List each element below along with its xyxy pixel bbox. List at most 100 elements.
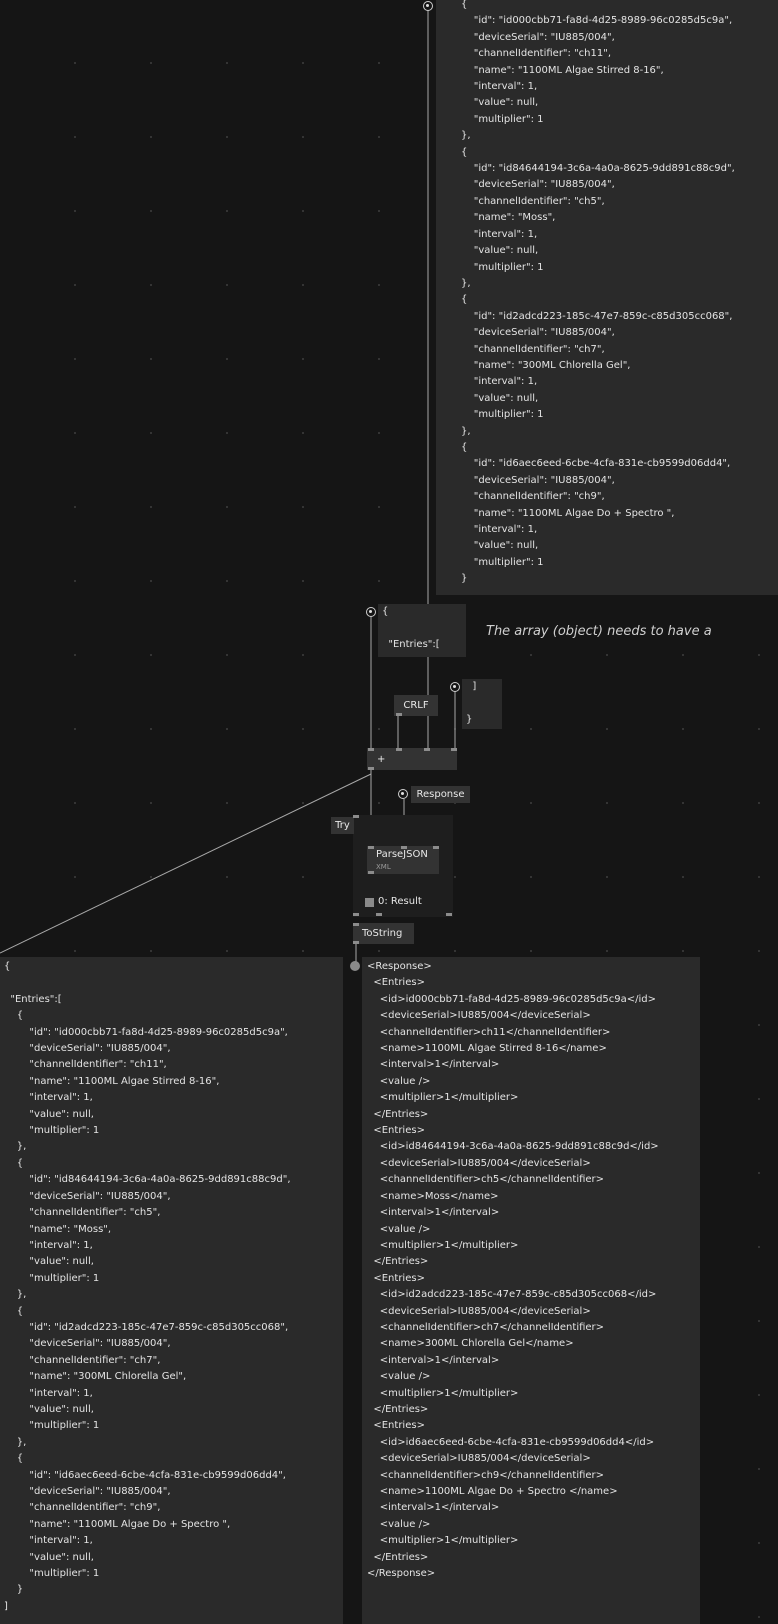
plus-input-pin-1[interactable]: [368, 748, 374, 751]
code-line: "channelIdentifier": "ch5",: [4, 1207, 161, 1219]
plus-input-pin-3[interactable]: [424, 748, 430, 751]
try-output-pin-2[interactable]: [376, 913, 382, 916]
tostring-output-pin[interactable]: [353, 941, 359, 944]
try-input-pin[interactable]: [353, 815, 359, 818]
code-line: </Entries>: [367, 1403, 429, 1415]
parsejson-node[interactable]: ParseJSON XML: [367, 846, 439, 874]
code-line: <name>300ML Chlorella Gel</name>: [367, 1338, 574, 1350]
code-line: "id": "id000cbb71-fa8d-4d25-8989-96c0285…: [461, 15, 733, 27]
entries-open-iobox[interactable]: { "Entries":[: [378, 604, 466, 657]
parsejson-input-pin-2[interactable]: [401, 846, 407, 849]
code-line: "deviceSerial": "IU885/004",: [4, 1043, 171, 1055]
code-line: <name>1100ML Algae Do + Spectro </name>: [367, 1486, 618, 1497]
bottom-right-xml-text: <Response> <Entries> <id>id000cbb71-fa8d…: [367, 959, 659, 1582]
code-line: "multiplier": 1: [4, 1125, 100, 1137]
plus-node[interactable]: +: [367, 748, 457, 770]
code-line: <deviceSerial>IU885/004</deviceSerial>: [367, 1305, 591, 1317]
code-line: "name": "Moss",: [4, 1223, 112, 1235]
code-line: <value />: [367, 1075, 431, 1087]
code-line: <name>Moss</name>: [367, 1190, 499, 1202]
code-line: "name": "1100ML Algae Do + Spectro ",: [4, 1518, 231, 1530]
code-line: },: [4, 1141, 27, 1153]
code-line: </Response>: [367, 1568, 436, 1580]
code-line: "id": "id2adcd223-185c-47e7-859c-c85d305…: [461, 310, 733, 322]
response-pad-label-box[interactable]: Response: [411, 786, 470, 803]
code-line: <multiplier>1</multiplier>: [367, 1535, 519, 1547]
code-line: "deviceSerial": "IU885/004",: [461, 31, 615, 43]
code-line: </Entries>: [367, 1108, 429, 1120]
code-line: "multiplier": 1: [461, 261, 544, 273]
entries-close-iobox[interactable]: ] }: [462, 679, 502, 729]
code-line: "id": "id2adcd223-185c-47e7-859c-c85d305…: [4, 1321, 289, 1333]
code-line: "multiplier": 1: [461, 556, 544, 568]
entries-close-text: ] }: [466, 679, 476, 728]
code-line: "deviceSerial": "IU885/004",: [4, 1486, 171, 1497]
code-line: "id": "id6aec6eed-6cbe-4cfa-831e-cb9599d…: [461, 458, 731, 470]
code-line: {: [461, 146, 468, 158]
code-line: <id>id2adcd223-185c-47e7-859c-c85d305cc0…: [367, 1289, 657, 1301]
crlf-label: CRLF: [403, 700, 429, 711]
entries-close-pin[interactable]: [450, 682, 460, 692]
code-line: <deviceSerial>IU885/004</deviceSerial>: [367, 1453, 591, 1465]
tostring-input-pin[interactable]: [353, 923, 359, 926]
code-line: "deviceSerial": "IU885/004",: [4, 1190, 171, 1202]
plus-output-pin[interactable]: [368, 767, 374, 770]
code-line: "deviceSerial": "IU885/004",: [4, 1338, 171, 1350]
top-json-panel: { "id": "id000cbb71-fa8d-4d25-8989-96c02…: [436, 0, 778, 595]
code-line: }: [461, 573, 468, 585]
code-line: "multiplier": 1: [4, 1272, 100, 1284]
response-pad-pin[interactable]: [398, 789, 408, 799]
code-line: "interval": 1,: [461, 81, 538, 93]
code-line: "id": "id84644194-3c6a-4a0a-8625-9dd891c…: [461, 163, 735, 175]
result-marker[interactable]: [365, 898, 374, 907]
bottom-right-xml-panel: <Response> <Entries> <id>id000cbb71-fa8d…: [362, 957, 700, 1624]
code-line: "interval": 1,: [4, 1535, 93, 1547]
code-line: "name": "300ML Chlorella Gel",: [461, 359, 631, 371]
plus-input-pin-4[interactable]: [451, 748, 457, 751]
code-line: <interval>1</interval>: [367, 1354, 500, 1366]
code-line: <value />: [367, 1518, 431, 1530]
code-line: "value": null,: [461, 245, 539, 257]
code-line: <interval>1</interval>: [367, 1059, 500, 1071]
crlf-node[interactable]: CRLF: [394, 695, 438, 716]
code-line: "Entries":[: [4, 993, 62, 1005]
try-label-box[interactable]: Try: [331, 817, 354, 834]
parsejson-input-pin-3[interactable]: [433, 846, 439, 849]
code-line: <Entries>: [367, 977, 425, 989]
parsejson-label: ParseJSON: [376, 849, 428, 860]
code-line: "interval": 1,: [461, 524, 538, 535]
entries-open-pin[interactable]: [366, 607, 376, 617]
code-line: <Response>: [367, 961, 432, 972]
code-line: },: [4, 1436, 27, 1448]
code-line: <channelIdentifier>ch11</channelIdentifi…: [367, 1026, 611, 1038]
try-output-pin-3[interactable]: [446, 913, 452, 916]
code-line: "deviceSerial": "IU885/004",: [461, 327, 615, 339]
crlf-output-pin[interactable]: [396, 713, 402, 716]
code-line: {: [461, 441, 468, 453]
code-line: <id>id6aec6eed-6cbe-4cfa-831e-cb9599d06d…: [367, 1436, 655, 1448]
plus-label: +: [377, 753, 386, 765]
try-label: Try: [335, 820, 350, 831]
code-line: "value": null,: [4, 1108, 94, 1120]
parsejson-input-pin-1[interactable]: [368, 846, 374, 849]
response-pad-label: Response: [416, 789, 465, 800]
plus-input-pin-2[interactable]: [396, 748, 402, 751]
code-line: "value": null,: [4, 1403, 94, 1415]
try-output-pin-1[interactable]: [353, 913, 359, 916]
parsejson-output-pin[interactable]: [368, 871, 374, 874]
code-line: "multiplier": 1: [4, 1420, 100, 1432]
code-line: <value />: [367, 1371, 431, 1383]
top-json-text: { "id": "id000cbb71-fa8d-4d25-8989-96c02…: [461, 0, 735, 588]
code-line: <id>id000cbb71-fa8d-4d25-8989-96c0285d5c…: [367, 993, 657, 1005]
top-iobox-pin[interactable]: [423, 1, 433, 11]
code-line: "multiplier": 1: [4, 1568, 100, 1580]
code-line: "name": "1100ML Algae Do + Spectro ",: [461, 507, 675, 519]
code-line: "name": "1100ML Algae Stirred 8-16",: [461, 64, 664, 76]
code-line: <multiplier>1</multiplier>: [367, 1387, 519, 1399]
code-line: <Entries>: [367, 1272, 425, 1284]
code-line: {: [461, 294, 468, 306]
tostring-node[interactable]: ToString: [353, 923, 414, 944]
result-label: 0: Result: [378, 896, 422, 907]
xml-iobox-pin[interactable]: [350, 961, 360, 971]
code-line: "name": "300ML Chlorella Gel",: [4, 1371, 187, 1383]
